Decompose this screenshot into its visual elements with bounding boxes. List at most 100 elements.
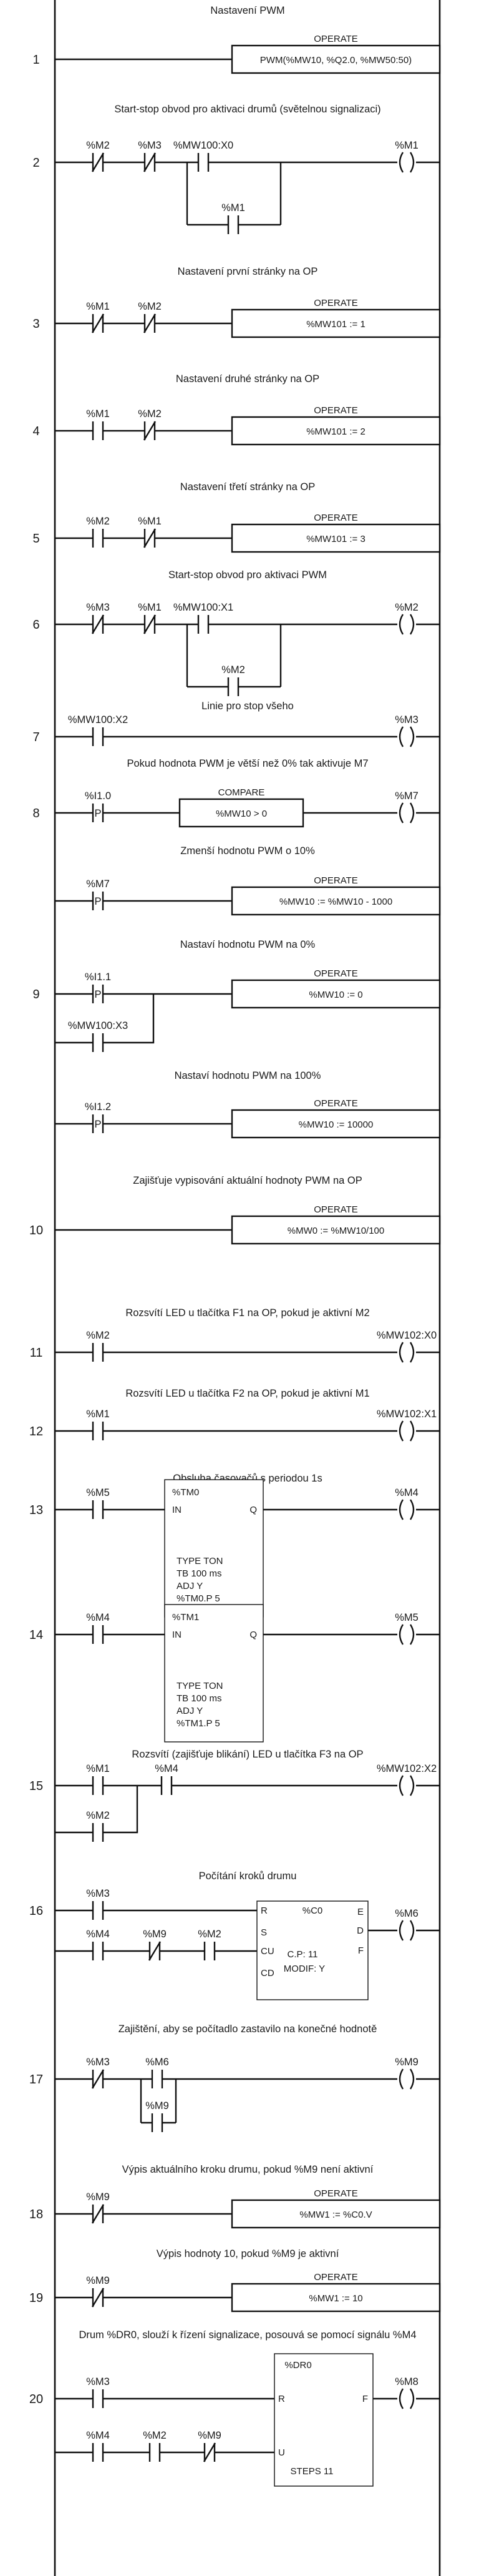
rung-comment: Zajištění, aby se počítadlo zastavilo na… [119,2023,377,2035]
block-expression: %MW10 := 0 [309,990,362,1000]
coil-label: %M6 [395,1908,419,1919]
block-header: OPERATE [314,1098,358,1109]
no-contact [160,1776,173,1795]
coil-label: %MW102:X2 [377,1763,437,1774]
nc-contact [91,152,105,172]
rung-number: 16 [29,1904,43,1918]
p-mark: P [94,989,101,1000]
block-header: OPERATE [314,34,358,44]
no-contact [92,529,104,548]
operate-block [231,416,441,446]
contact-label: %M1 [86,1763,110,1774]
rung-comment: Rozsvítí LED u tlačítka F2 na OP, pokud … [125,1388,369,1399]
contact-label: %I1.1 [85,971,111,983]
contact-label: %M1 [138,602,162,613]
coil-arc [399,2388,404,2409]
contact-label: %M4 [86,1929,110,1940]
coil [399,152,415,173]
contact-label: %M1 [86,301,110,312]
nc-contact [203,2442,216,2462]
coil-arc [409,614,415,635]
rung-number: 5 [32,532,39,546]
nc-slash [143,528,157,548]
timer-param: TYPE TON [177,1681,223,1691]
operate-block [231,1109,441,1139]
nc-slash [91,2069,105,2089]
rung-comment: Rozsvítí LED u tlačítka F1 na OP, pokud … [125,1307,369,1319]
drum-block [274,2353,374,2487]
rung-number: 6 [32,618,39,632]
coil [399,1624,415,1645]
block-header: OPERATE [314,513,358,523]
block-expression: %MW0 := %MW10/100 [288,1226,384,1236]
no-contact [92,1033,104,1052]
rung-number: 19 [29,2291,43,2305]
contact-label: %M1 [138,516,162,527]
nc-contact [148,1941,162,1961]
rung-comment: Drum %DR0, slouží k řízení signalizace, … [79,2329,416,2341]
nc-slash [91,152,105,172]
block-pin: R [261,1905,268,1916]
coil-label: %M4 [395,1487,419,1498]
nc-contact [91,2204,105,2224]
rung-comment: Nastavení PWM [210,5,284,16]
coil-arc [409,2068,415,2090]
p-contact: P [92,804,104,822]
coil [399,1342,415,1363]
contact-label: %M2 [86,516,110,527]
rung-number: 3 [32,317,39,331]
rung-comment: Nastaví hodnotu PWM na 0% [180,939,316,950]
rung-number: 9 [32,988,39,1001]
p-mark: P [94,808,101,819]
rung-comment: Start-stop obvod pro aktivaci PWM [168,569,327,581]
drum-name: %DR0 [284,2360,311,2371]
contact-label: %M2 [86,140,110,151]
coil-arc [399,726,404,747]
coil-arc [409,152,415,173]
contact-label: %M6 [145,2057,169,2068]
nc-slash [143,614,157,634]
no-contact [92,2389,104,2408]
no-contact [197,153,210,172]
rung-comment: Pokud hodnota PWM je větší než 0% tak ak… [127,758,368,769]
contact-label: %M9 [198,2430,221,2441]
block-pin: Q [249,1505,257,1515]
block-header: OPERATE [314,298,358,308]
contact-label: %M3 [86,1888,110,1899]
no-contact [92,1343,104,1362]
operate-block [231,886,441,916]
contact-label: %MW100:X0 [173,140,233,151]
timer-name: %TM1 [172,1612,199,1623]
counter-param: MODIF: Y [284,1964,325,1974]
timer-param: TB 100 ms [177,1568,222,1579]
nc-contact [143,152,157,172]
block-pin: F [358,1945,364,1956]
rung-comment: Výpis hodnoty 10, pokud %M9 je aktivní [157,2248,339,2259]
coil-arc [409,1920,415,1941]
coil-arc [399,1775,404,1796]
no-contact [92,1901,104,1920]
nc-slash [91,614,105,634]
coil-label: %M3 [395,714,419,725]
contact-label: %M2 [138,301,162,312]
coil-arc [399,152,404,173]
block-pin: D [357,1925,364,1936]
coil [399,614,415,635]
coil-label: %MW102:X1 [377,1408,437,1420]
p-contact: P [92,892,104,910]
coil [399,2068,415,2090]
contact-label: %I1.2 [85,1101,111,1113]
block-expression: %MW101 := 3 [306,534,365,544]
p-contact: P [92,985,104,1003]
block-expression: %MW101 := 1 [306,319,365,330]
rung-comment: Zajišťuje vypisování aktuální hodnoty PW… [133,1175,362,1186]
contact-label: %MW100:X3 [68,1020,128,1031]
no-contact [197,615,210,634]
wire [103,994,155,1044]
block-pin: CU [261,1946,274,1957]
block-pin: U [278,2447,285,2458]
block-pin: Q [249,1630,257,1640]
operate-block [231,979,441,1009]
block-pin: IN [172,1505,182,1515]
block-header: OPERATE [314,1204,358,1215]
